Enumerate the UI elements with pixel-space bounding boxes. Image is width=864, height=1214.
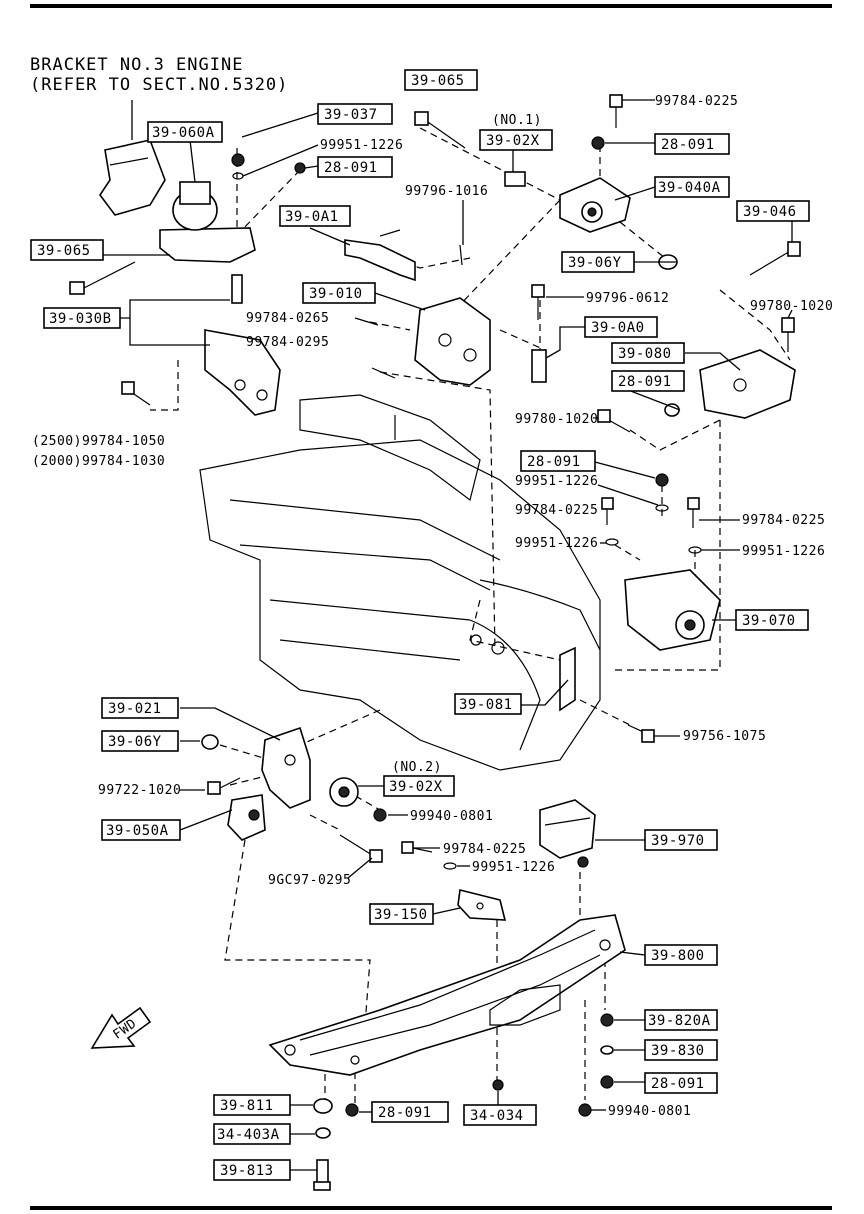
- label-box-25: 39-150: [374, 907, 428, 923]
- bracket-39-080-shape: [597, 317, 796, 433]
- label-box-24: 39-970: [651, 833, 705, 849]
- label-box-30: 39-811: [220, 1098, 274, 1114]
- mount-39-060A-shape: [159, 153, 306, 263]
- damper-39-970-shape: [401, 799, 596, 870]
- part-number-12: 99951-1226: [515, 474, 598, 489]
- label-box-15: 39-080: [618, 346, 672, 362]
- label-box-6: 28-091: [661, 137, 715, 153]
- part-number-4: 99796-1016: [405, 184, 488, 199]
- part-number-13: 99784-0225: [515, 503, 598, 518]
- bolt-39-065-left: [69, 261, 136, 295]
- header-line-1: BRACKET NO.3 ENGINE: [30, 55, 243, 75]
- label-box-19: 39-081: [459, 697, 513, 713]
- label-box-23: 39-050A: [106, 823, 169, 839]
- label-box-11: 39-06Y: [568, 255, 622, 271]
- label-box-26: 39-800: [651, 948, 705, 964]
- stud-39-0A0-shape: [531, 284, 547, 383]
- label-box-29: 28-091: [651, 1076, 705, 1092]
- part-number-24: 99940-0801: [608, 1104, 691, 1119]
- part-number-20: 99940-0801: [410, 809, 493, 824]
- label-box-17: 28-091: [527, 454, 581, 470]
- bracket-39-010-shape: [354, 297, 491, 386]
- fasteners-mid-right: [601, 473, 702, 554]
- mount-39-070-shape: [624, 569, 721, 651]
- part-number-11: 99780-1020: [515, 412, 598, 427]
- label-box-12: 39-010: [309, 286, 363, 302]
- label-box-2: 39-037: [324, 107, 378, 123]
- bracket-39-0A1-shape: [344, 229, 463, 282]
- label-box-33: 34-403A: [217, 1127, 280, 1143]
- part-number-18: (NO.2): [392, 760, 442, 775]
- part-number-19: 99722-1020: [98, 783, 181, 798]
- bracket-39-030B-shape: [121, 274, 281, 416]
- header-line-2: (REFER TO SECT.NO.5320): [30, 75, 288, 95]
- label-box-20: 39-021: [108, 701, 162, 717]
- part-number-21: 99784-0225: [443, 842, 526, 857]
- rear-mount-assembly: [201, 726, 387, 863]
- fwd-arrow: FWD: [90, 1006, 152, 1049]
- mount-39-040A-shape: [504, 94, 678, 270]
- label-box-27: 39-820A: [648, 1013, 711, 1029]
- part-number-22: 99951-1226: [472, 860, 555, 875]
- part-number-5: 99796-0612: [586, 291, 669, 306]
- label-box-1: 39-065: [411, 73, 465, 89]
- boxed-labels: 39-065 39-037 39-060A 28-091 39-02X 28-0…: [30, 69, 810, 1181]
- label-box-31: 28-091: [378, 1105, 432, 1121]
- bolt-39-065-top: [414, 111, 466, 149]
- label-box-7: 39-040A: [658, 180, 721, 196]
- part-number-9: (2500)99784-1050: [32, 434, 165, 449]
- part-number-3: 99951-1226: [320, 138, 403, 153]
- label-box-9: 39-0A1: [285, 209, 339, 225]
- part-number-7: 99784-0265: [246, 311, 329, 326]
- bracket-no3-engine: [99, 100, 166, 216]
- label-box-8: 39-046: [743, 204, 797, 220]
- label-box-3: 39-060A: [152, 125, 215, 141]
- label-box-28: 39-830: [651, 1043, 705, 1059]
- part-number-10: (2000)99784-1030: [32, 454, 165, 469]
- label-box-10: 39-065: [37, 243, 91, 259]
- label-box-22: 39-02X: [389, 779, 443, 795]
- bolt-39-046: [749, 241, 801, 276]
- crossmember-39-800-shape: [268, 914, 626, 1076]
- part-number-2: (NO.1): [492, 113, 542, 128]
- part-number-6: 99780-1020: [750, 299, 833, 314]
- part-number-23: 9GC97-0295: [268, 873, 351, 888]
- label-box-32: 34-034: [470, 1108, 524, 1124]
- label-box-16: 28-091: [618, 374, 672, 390]
- label-box-5: 39-02X: [486, 133, 540, 149]
- part-number-15: 99951-1226: [515, 536, 598, 551]
- label-box-18: 39-070: [742, 613, 796, 629]
- bracket-39-150-shape: [457, 889, 507, 921]
- bracket-39-081-shape: [559, 646, 655, 743]
- label-box-13: 39-030B: [49, 311, 112, 327]
- label-box-21: 39-06Y: [108, 734, 162, 750]
- label-box-4: 28-091: [324, 160, 378, 176]
- part-number-16: 99951-1226: [742, 544, 825, 559]
- part-numbers: 99784-0225 (NO.1) 99951-1226 99796-1016 …: [32, 94, 833, 1119]
- part-number-1: 99784-0225: [655, 94, 738, 109]
- label-box-14: 39-0A0: [591, 320, 645, 336]
- part-number-14: 99784-0225: [742, 513, 825, 528]
- part-number-17: 99756-1075: [683, 729, 766, 744]
- part-number-8: 99784-0295: [246, 335, 329, 350]
- label-box-34: 39-813: [220, 1163, 274, 1179]
